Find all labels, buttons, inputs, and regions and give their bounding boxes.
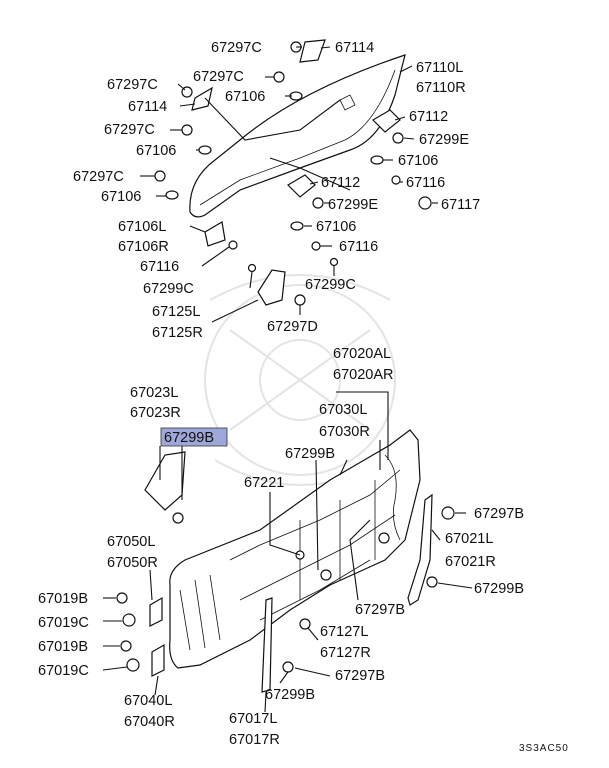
leader-lines-bottom (102, 391, 473, 713)
label-67106: 67106 (101, 189, 141, 205)
label-67050l: 67050L (107, 534, 155, 550)
label-67019b: 67019B (38, 591, 88, 607)
label-67110l: 67110L (416, 60, 463, 76)
glass-hardware (154, 39, 432, 306)
label-67116: 67116 (140, 259, 179, 275)
label-67297c: 67297C (107, 77, 158, 93)
label-67112: 67112 (321, 175, 360, 191)
label-67221: 67221 (244, 475, 284, 491)
label-67023l: 67023L (130, 385, 178, 401)
label-67297b: 67297B (474, 506, 524, 522)
label-67019b: 67019B (38, 639, 88, 655)
label-67106l: 67106L (118, 219, 166, 235)
label-67299c: 67299C (143, 281, 194, 297)
label-67019c: 67019C (38, 615, 89, 631)
label-67297c: 67297C (73, 169, 124, 185)
label-67116: 67116 (406, 175, 445, 191)
label-67021r: 67021R (445, 554, 496, 570)
label-67299e: 67299E (419, 132, 469, 148)
label-67114: 67114 (335, 40, 374, 56)
label-67106: 67106 (398, 153, 438, 169)
label-67299b: 67299B (285, 446, 335, 462)
label-67020al: 67020AL (333, 346, 391, 362)
label-67299b: 67299B (474, 581, 524, 597)
label-67030l: 67030L (319, 402, 367, 418)
label-67023r: 67023R (130, 405, 181, 421)
door-panel (169, 429, 421, 669)
label-67116: 67116 (339, 239, 378, 255)
label-67106: 67106 (136, 143, 176, 159)
label-67106: 67106 (316, 219, 356, 235)
label-67040r: 67040R (124, 714, 175, 730)
label-67297d: 67297D (267, 319, 318, 335)
label-67106r: 67106R (118, 239, 169, 255)
label-67114: 67114 (128, 99, 167, 115)
label-67017l: 67017L (229, 711, 277, 727)
door-glass (189, 54, 406, 218)
label-67050r: 67050R (107, 555, 158, 571)
label-67299b-highlighted: 67299B (164, 430, 214, 446)
label-67019c: 67019C (38, 663, 89, 679)
label-67117: 67117 (441, 197, 480, 213)
label-67017r: 67017R (229, 732, 280, 748)
label-67127r: 67127R (320, 645, 371, 661)
label-67021l: 67021L (445, 531, 493, 547)
label-67297b: 67297B (335, 668, 385, 684)
label-67299e: 67299E (328, 197, 378, 213)
label-67020ar: 67020AR (333, 367, 393, 383)
label-67125l: 67125L (152, 304, 200, 320)
leader-lines-top (140, 46, 438, 323)
label-67297c: 67297C (104, 122, 155, 138)
label-67106: 67106 (225, 89, 265, 105)
label-67040l: 67040L (124, 693, 172, 709)
label-67110r: 67110R (416, 80, 466, 96)
label-67297c: 67297C (211, 40, 262, 56)
highlight-box (160, 427, 228, 447)
label-67299b: 67299B (265, 687, 315, 703)
label-67299c: 67299C (305, 277, 356, 293)
door-hardware (116, 451, 455, 693)
callout-labels: 67297C 67114 67110L 67110R 67297C 67297C… (38, 40, 569, 754)
label-67297b: 67297B (355, 602, 405, 618)
label-67112: 67112 (409, 109, 448, 125)
label-67127l: 67127L (320, 624, 368, 640)
label-67297c: 67297C (193, 69, 244, 85)
label-67125r: 67125R (152, 325, 203, 341)
watermark (204, 274, 396, 486)
diagram-code: 3S3AC50 (519, 743, 569, 754)
label-67030r: 67030R (319, 424, 370, 440)
